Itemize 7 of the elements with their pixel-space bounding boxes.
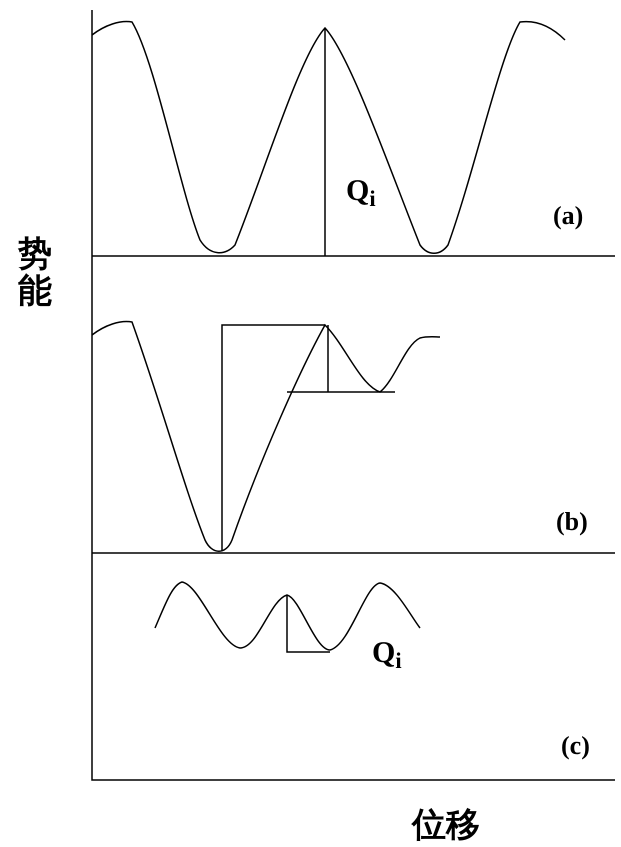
panel-label: (c) bbox=[561, 730, 590, 762]
axis-title: 位移 bbox=[412, 804, 480, 847]
axis-title: 势能 bbox=[18, 236, 52, 311]
panel-label: (b) bbox=[556, 506, 588, 538]
panel-label: (a) bbox=[553, 200, 584, 232]
energy-label: Q$_{i}$ bbox=[346, 173, 376, 213]
energy-label: Q$_{i}$ bbox=[372, 635, 402, 675]
